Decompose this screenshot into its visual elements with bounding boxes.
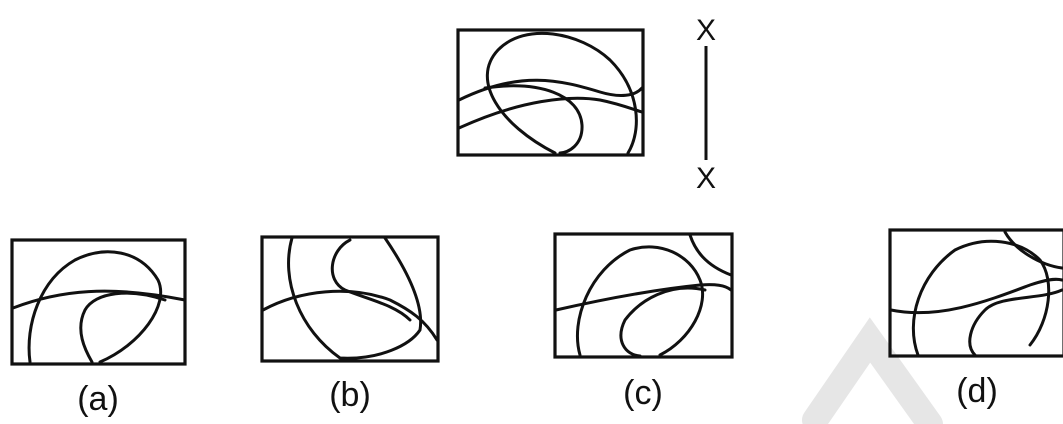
option-a-frame	[10, 238, 187, 366]
option-b-figure[interactable]	[260, 235, 440, 363]
option-d-large-loop	[911, 239, 1051, 357]
option-d-corner-arc	[1003, 230, 1063, 270]
question-frame	[456, 28, 645, 157]
question-large-loop	[485, 31, 638, 155]
option-a-arc	[11, 289, 187, 310]
option-d-arc	[889, 277, 1063, 315]
option-b-arc	[261, 289, 439, 342]
option-d-frame	[888, 228, 1063, 358]
option-a-figure[interactable]	[10, 238, 187, 366]
mirror-bottom-marker: X	[696, 162, 716, 195]
option-c-small-loop	[619, 286, 707, 358]
option-a-small-loop	[79, 291, 167, 364]
option-b-small-loop	[330, 238, 412, 322]
mirror-line: X X	[696, 14, 716, 195]
option-d-small-loop	[968, 288, 1063, 357]
option-c-figure[interactable]	[553, 232, 734, 359]
option-c-label[interactable]: (c)	[623, 374, 663, 412]
option-d-figure[interactable]	[888, 228, 1063, 358]
question-small-loop	[483, 84, 584, 155]
option-b-frame	[260, 235, 440, 363]
option-a-label[interactable]: (a)	[77, 380, 119, 418]
option-a-large-loop	[27, 250, 163, 364]
option-c-large-loop	[575, 245, 705, 357]
option-b-label[interactable]: (b)	[329, 376, 371, 414]
option-b-large-loop	[287, 236, 423, 360]
question-lower-arc	[457, 96, 644, 130]
question-arc	[457, 78, 644, 102]
question-figure	[456, 28, 645, 157]
watermark-mark	[802, 317, 943, 424]
mirror-top-marker: X	[696, 14, 716, 47]
option-c-corner-arc	[688, 233, 733, 277]
option-d-label[interactable]: (d)	[956, 372, 998, 410]
option-c-frame	[553, 232, 734, 359]
